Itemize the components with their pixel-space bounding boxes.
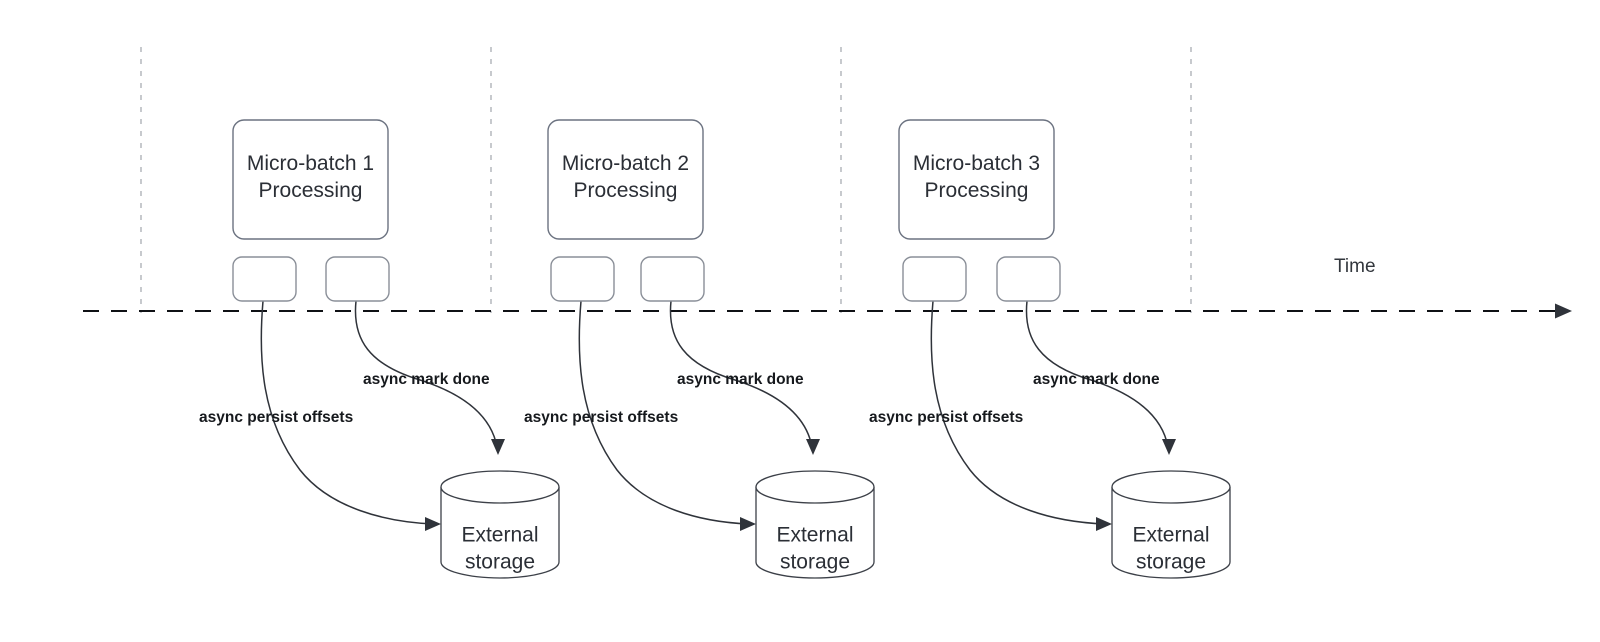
async-persist-offsets-edge-1: [260, 300, 435, 525]
micro-batch-1-processing-box-line1: Micro-batch 1: [247, 152, 374, 175]
batch-boundary-lines: [140, 47, 1192, 313]
micro-batch-2-persist-task[interactable]: [550, 256, 615, 302]
micro-batch-3-processing-box-line1: Micro-batch 3: [913, 152, 1040, 175]
micro-batch-3-persist-task[interactable]: [902, 256, 967, 302]
async-mark-done-edge-3: [1025, 300, 1169, 448]
async-mark-done-edge-2-label: async mark done: [677, 371, 804, 388]
async-mark-done-edge-2: [669, 300, 813, 448]
async-mark-done-edge-3-label: async mark done: [1033, 371, 1160, 388]
async-persist-offsets-edge-2-arrowhead: [740, 517, 756, 531]
micro-batch-1-mark-task[interactable]: [325, 256, 390, 302]
external-storage-2-body: [755, 487, 875, 579]
micro-batch-3-processing-box-line2: Processing: [925, 179, 1029, 202]
external-storage-1-line2: storage: [465, 551, 535, 574]
async-persist-offsets-edge-1-arrowhead: [425, 517, 441, 531]
async-persist-offsets-edge-3: [930, 300, 1106, 525]
micro-batch-2-processing-box-line1: Micro-batch 2: [562, 152, 689, 175]
external-storage-2-line1: External: [776, 524, 853, 547]
external-storage-3-line2: storage: [1136, 551, 1206, 574]
external-storage-2-line2: storage: [780, 551, 850, 574]
async-flow-edges: [260, 300, 1176, 531]
async-persist-offsets-edge-3-arrowhead: [1096, 517, 1112, 531]
micro-batch-2-processing-box-line2: Processing: [574, 179, 678, 202]
external-storage-3-line1: External: [1132, 524, 1209, 547]
external-storage-1-line1: External: [461, 524, 538, 547]
async-persist-offsets-edge-2: [578, 300, 750, 525]
time-axis-group: Time: [83, 256, 1572, 319]
micro-batch-3-mark-task[interactable]: [996, 256, 1061, 302]
external-storage-1[interactable]: External storage: [440, 470, 560, 579]
async-persist-offsets-edge-2-label: async persist offsets: [524, 409, 678, 426]
async-mark-done-edge-1: [354, 300, 498, 448]
micro-batch-2-processing-box[interactable]: [547, 119, 704, 240]
async-mark-done-edge-1-label: async mark done: [363, 371, 490, 388]
async-persist-offsets-edge-1-label: async persist offsets: [199, 409, 353, 426]
external-storage-1-body: [440, 487, 560, 579]
micro-batch-3-processing-box[interactable]: [898, 119, 1055, 240]
external-storage-3[interactable]: External storage: [1111, 470, 1231, 579]
external-storage-2[interactable]: External storage: [755, 470, 875, 579]
async-mark-done-edge-1-arrowhead: [491, 439, 505, 455]
micro-batch-1-processing-box[interactable]: [232, 119, 389, 240]
external-storage-3-top-ellipse: [1111, 470, 1231, 504]
async-mark-done-edge-3-arrowhead: [1162, 439, 1176, 455]
async-mark-done-edge-2-arrowhead: [806, 439, 820, 455]
external-storage-2-top-ellipse: [755, 470, 875, 504]
micro-batch-1-persist-task[interactable]: [232, 256, 297, 302]
external-storage-1-top-ellipse: [440, 470, 560, 504]
micro-batch-2-mark-task[interactable]: [640, 256, 705, 302]
micro-batch-1-processing-box-line2: Processing: [259, 179, 363, 202]
time-axis-label: Time: [1334, 256, 1376, 277]
external-storage-3-body: [1111, 487, 1231, 579]
edge-labels: async persist offsets async mark done asyn…: [199, 371, 1160, 426]
time-axis-arrowhead: [1555, 303, 1572, 319]
async-persist-offsets-edge-3-label: async persist offsets: [869, 409, 1023, 426]
